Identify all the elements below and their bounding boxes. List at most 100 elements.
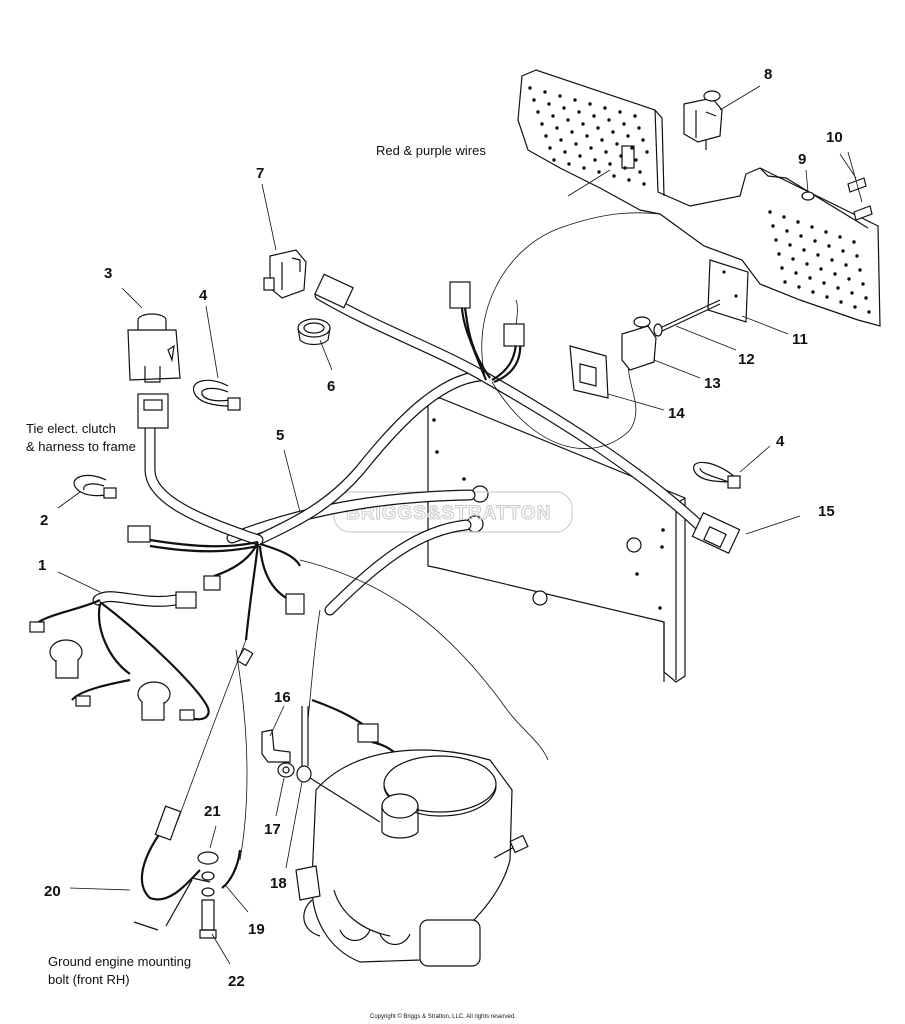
switch-assembly (569, 259, 749, 399)
copyright-notice: Copyright © Briggs & Stratton, LLC. All … (370, 1013, 516, 1020)
perforation-hole (783, 280, 787, 284)
main-wire-harness (127, 212, 741, 861)
perforation-hole (574, 142, 578, 146)
callout-14: 14 (668, 405, 685, 422)
note-tie-clutch-line1: Tie elect. clutch (26, 421, 116, 436)
perforation-hole (618, 110, 622, 114)
perforation-hole (603, 106, 607, 110)
perforation-hole (777, 252, 781, 256)
perforation-hole (608, 162, 612, 166)
perforation-hole (825, 295, 829, 299)
perforation-hole (559, 138, 563, 142)
leader-lines (57, 85, 863, 965)
elbow-fitting-part-16 (261, 729, 291, 763)
perforation-hole (864, 296, 868, 300)
diagram-notes: Red & purple wires Tie elect. clutch & h… (26, 143, 486, 987)
callout-7: 7 (256, 165, 264, 182)
perforation-hole (811, 290, 815, 294)
perforation-hole (844, 263, 848, 267)
perforation-hole (867, 310, 871, 314)
perforation-hole (615, 142, 619, 146)
perforation-hole (638, 170, 642, 174)
perforation-hole (540, 122, 544, 126)
perforation-hole (627, 178, 631, 182)
perforation-hole (637, 126, 641, 130)
perforation-hole (544, 134, 548, 138)
perforation-hole (799, 234, 803, 238)
perforation-hole (573, 98, 577, 102)
perforation-hole (850, 291, 854, 295)
cable-clamp-right (693, 461, 741, 489)
perforation-hole (567, 162, 571, 166)
callout-2: 2 (40, 512, 48, 529)
perforation-hole (600, 138, 604, 142)
perforation-hole (634, 158, 638, 162)
perforation-hole (785, 229, 789, 233)
callout-5: 5 (276, 427, 284, 444)
perforation-hole (791, 257, 795, 261)
perforation-hole (794, 271, 798, 275)
perforation-hole (855, 254, 859, 258)
callout-6: 6 (327, 378, 335, 395)
panel-perforations (528, 86, 871, 314)
callout-18: 18 (270, 875, 287, 892)
note-red-purple-wires: Red & purple wires (376, 143, 486, 158)
perforation-hole (813, 239, 817, 243)
perforation-hole (528, 86, 532, 90)
perforation-hole (830, 258, 834, 262)
perforation-hole (589, 146, 593, 150)
switch-part-8 (683, 90, 723, 150)
callout-8: 8 (764, 66, 772, 83)
callout-22: 22 (228, 973, 245, 990)
perforation-hole (808, 276, 812, 280)
perforation-hole (847, 277, 851, 281)
perforation-hole (588, 102, 592, 106)
perforation-hole (816, 253, 820, 257)
perforation-hole (645, 150, 649, 154)
grommet-part (297, 318, 331, 346)
perforation-hole (593, 158, 597, 162)
callout-13: 13 (704, 375, 721, 392)
callout-12: 12 (738, 351, 755, 368)
callout-numbers: 1 2 3 4 4 5 6 7 8 9 10 11 12 13 14 15 16… (38, 66, 843, 990)
perforation-hole (642, 182, 646, 186)
perforation-hole (607, 118, 611, 122)
callout-4-left: 4 (199, 287, 208, 304)
perforation-hole (852, 240, 856, 244)
perforation-hole (596, 126, 600, 130)
perforation-hole (551, 114, 555, 118)
perforation-hole (782, 215, 786, 219)
watermark-text: BRIGGS&STRATTON (346, 503, 551, 524)
switch-part-7 (263, 249, 307, 299)
perforation-hole (555, 126, 559, 130)
upper-dash-panel (517, 69, 881, 327)
perforation-hole (558, 94, 562, 98)
engine-assembly (295, 749, 529, 967)
perforation-hole (822, 281, 826, 285)
perforation-hole (839, 300, 843, 304)
cable-clamp-left (192, 379, 241, 411)
control-cables (226, 489, 476, 616)
perforation-hole (612, 174, 616, 178)
perforation-hole (838, 235, 842, 239)
perforation-hole (805, 262, 809, 266)
perforation-hole (536, 110, 540, 114)
perforation-hole (562, 106, 566, 110)
key-switch-part (127, 313, 181, 429)
perforation-hole (577, 110, 581, 114)
perforation-hole (547, 102, 551, 106)
perforation-hole (853, 305, 857, 309)
perforation-hole (582, 166, 586, 170)
note-tie-clutch-line2: & harness to frame (26, 439, 136, 454)
perforation-hole (780, 266, 784, 270)
perforation-hole (827, 244, 831, 248)
perforation-hole (841, 249, 845, 253)
note-ground-line1: Ground engine mounting (48, 954, 191, 969)
perforation-hole (774, 238, 778, 242)
perforation-hole (622, 122, 626, 126)
perforation-hole (619, 154, 623, 158)
terminal-part-18 (296, 706, 381, 823)
perforation-hole (623, 166, 627, 170)
perforation-hole (797, 285, 801, 289)
